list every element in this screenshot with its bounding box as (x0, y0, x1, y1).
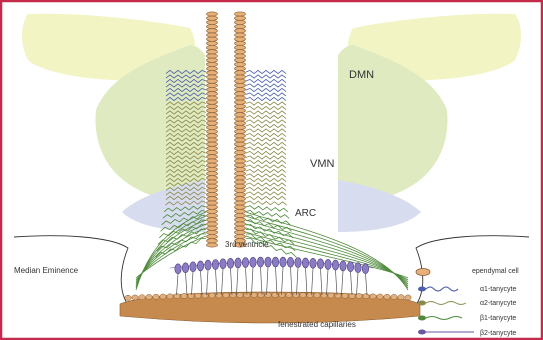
legend-ependymal-label: ependymal cell (472, 268, 519, 275)
dmn-label: DMN (349, 69, 374, 81)
legend-alpha2-icon (418, 301, 466, 306)
legend-alpha2-label: α2-tanycyte (480, 300, 516, 307)
ependymal-column-left (207, 12, 218, 247)
legend-alpha1-label: α1-tanycyte (480, 286, 516, 293)
legend-beta2-icon (418, 330, 474, 335)
legend-beta1-label: β1-tanycyte (480, 315, 516, 322)
fenestrated-capillaries-label: fenestrated capillaries (278, 320, 356, 329)
legend-ependymal-icon (416, 269, 430, 276)
vmn-label: VMN (310, 158, 334, 170)
third-ventricle-label: 3rd ventricle (225, 240, 269, 249)
legend-alpha1-icon (418, 287, 458, 292)
beta2-tanycyte-processes (177, 267, 368, 295)
legend (416, 269, 474, 335)
legend-beta2-label: β2-tanycyte (480, 330, 516, 337)
legend-beta1-icon (418, 316, 462, 321)
arc-label: ARC (295, 208, 316, 219)
ependymal-column-right (235, 12, 246, 247)
median-eminence-label: Median Eminence (14, 266, 78, 275)
